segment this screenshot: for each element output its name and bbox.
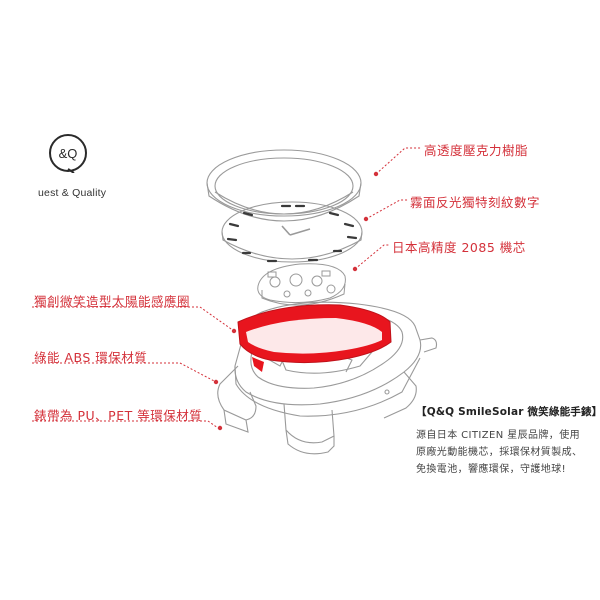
logo-mark-text: &Q [59, 146, 78, 161]
movement-layer [257, 263, 346, 306]
callout-crystal: 高透度壓克力樹脂 [424, 143, 529, 158]
crystal-layer [206, 149, 362, 222]
brand-logo-mark: &Q [49, 134, 87, 173]
dial-hands [281, 225, 311, 236]
callout-lines [32, 147, 422, 429]
solar-ring [237, 304, 392, 372]
callout-dial: 霧面反光獨特刻紋數字 [410, 195, 541, 210]
callout-dots [213, 171, 379, 431]
dial-layer [221, 201, 363, 263]
info-block: 【Q&Q SmileSolar 微笑綠能手錶】 源自日本 CITIZEN 星辰品… [416, 404, 600, 478]
callout-solar-ring: 獨創微笑造型太陽能感應圈 [34, 294, 191, 309]
info-body: 源自日本 CITIZEN 星辰品牌，使用原廠光動能機芯，採環保材質製成、免換電池… [416, 430, 583, 475]
callout-case: 綠能 ABS 環保材質 [34, 350, 148, 365]
info-title: 【Q&Q SmileSolar 微笑綠能手錶】 [416, 406, 600, 418]
callout-movement: 日本高精度 2085 機芯 [392, 240, 526, 255]
dial-indices [226, 204, 358, 263]
brand-logo-text: uest & Quality [38, 187, 107, 199]
callout-strap: 錶帶為 PU、PET 等環保材質 [34, 408, 203, 423]
